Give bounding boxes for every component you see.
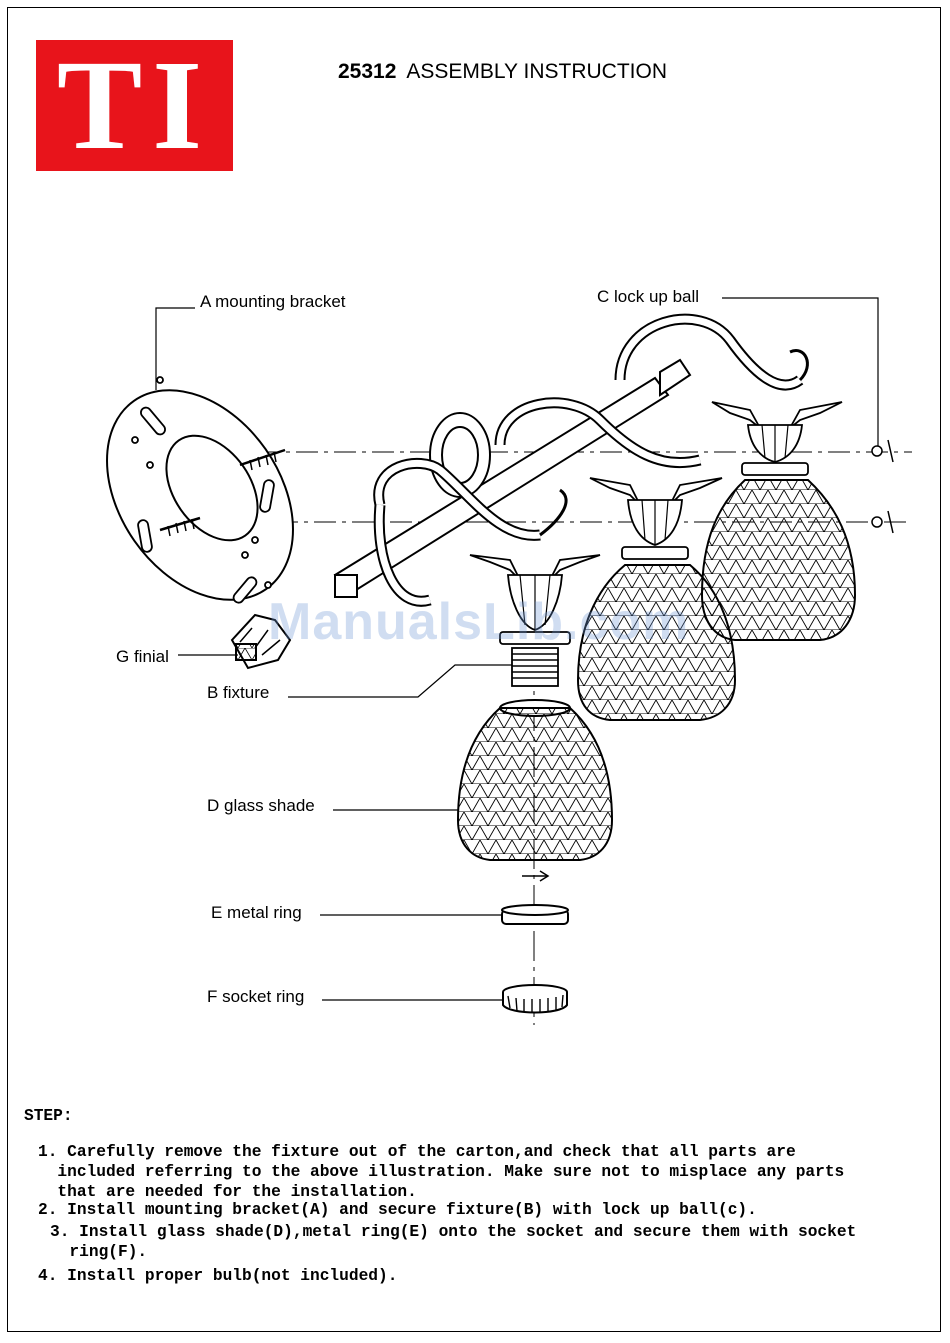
- step-2-line-1: 2. Install mounting bracket(A) and secur…: [38, 1201, 757, 1219]
- model-number: 25312: [338, 60, 397, 83]
- socket-ring-icon: [502, 984, 568, 1014]
- label-glass-shade: D glass shade: [207, 796, 315, 815]
- label-metal-ring: E metal ring: [211, 903, 302, 922]
- step-1-line-1: 1. Carefully remove the fixture out of t…: [38, 1143, 796, 1161]
- finial-icon: [230, 613, 292, 670]
- brand-logo: TI: [36, 40, 233, 171]
- page-border: [7, 7, 941, 1332]
- glass-shade-icon: [456, 699, 614, 861]
- steps-heading: STEP:: [24, 1107, 73, 1125]
- step-3: 3. Install glass shade(D),metal ring(E) …: [50, 1222, 856, 1262]
- step-1-line-2: included referring to the above illustra…: [38, 1163, 845, 1181]
- fixture-body-icon: [333, 313, 809, 607]
- step-3-line-1: 3. Install glass shade(D),metal ring(E) …: [50, 1223, 857, 1241]
- title-text: ASSEMBLY INSTRUCTION: [406, 60, 668, 83]
- step-1: 1. Carefully remove the fixture out of t…: [38, 1142, 844, 1202]
- label-fixture: B fixture: [207, 683, 270, 702]
- socket-cups-icon: [469, 401, 843, 645]
- step-4: 4. Install proper bulb(not included).: [38, 1266, 397, 1286]
- socket-thread-icon: [511, 647, 559, 687]
- watermark: ManualsLib.com: [268, 593, 690, 651]
- step-2: 2. Install mounting bracket(A) and secur…: [38, 1200, 757, 1220]
- step-4-line-1: 4. Install proper bulb(not included).: [38, 1267, 398, 1285]
- logo-text: TI: [56, 34, 213, 176]
- mounted-shades-icon: [576, 479, 857, 721]
- metal-ring-icon: [501, 904, 569, 925]
- leader-lines: [155, 297, 879, 1001]
- rotate-arrow-icon: [522, 870, 550, 882]
- step-1-line-3: that are needed for the installation.: [38, 1183, 417, 1201]
- page-title: 25312 ASSEMBLY INSTRUCTION: [338, 60, 667, 84]
- label-lock-up-ball: C lock up ball: [597, 287, 700, 306]
- label-mounting-bracket: A mounting bracket: [200, 292, 346, 311]
- step-3-line-2: ring(F).: [50, 1243, 148, 1261]
- label-socket-ring: F socket ring: [207, 987, 305, 1006]
- label-finial: G finial: [116, 647, 169, 666]
- lock-up-ball-icon: [871, 439, 894, 534]
- mounting-bracket-icon: [106, 376, 294, 604]
